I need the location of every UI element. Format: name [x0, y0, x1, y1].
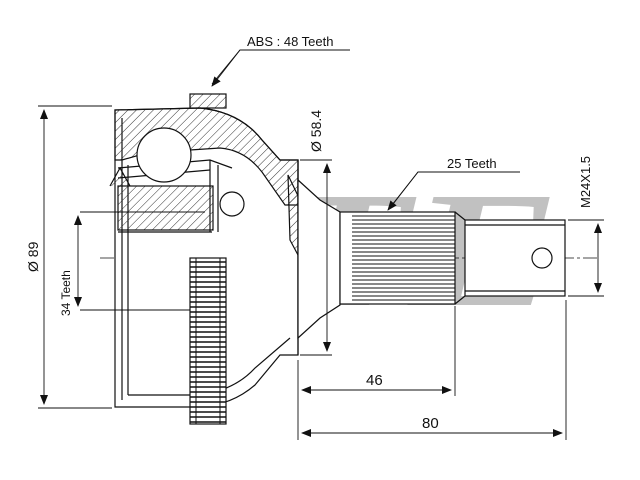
abs-tab	[189, 93, 227, 109]
abs-ring	[189, 257, 227, 425]
inner-spline-bore	[80, 211, 205, 311]
spline-teeth-label: 25 Teeth	[447, 156, 497, 171]
inner-teeth-label: 34 Teeth	[59, 270, 73, 316]
length-spline-label: 46	[366, 372, 383, 389]
abs-teeth-label: ABS : 48 Teeth	[247, 34, 334, 49]
cotter-pin-hole	[531, 247, 553, 269]
length-total-label: 80	[422, 415, 439, 432]
small-ball	[219, 191, 245, 217]
dimensions	[38, 49, 604, 440]
outer-diameter-label: Ø 89	[25, 241, 41, 272]
inner-race	[109, 127, 245, 231]
ball	[136, 127, 192, 183]
neck-diameter-label: Ø 58.4	[308, 110, 324, 152]
thread-label: M24X1.5	[578, 156, 593, 208]
